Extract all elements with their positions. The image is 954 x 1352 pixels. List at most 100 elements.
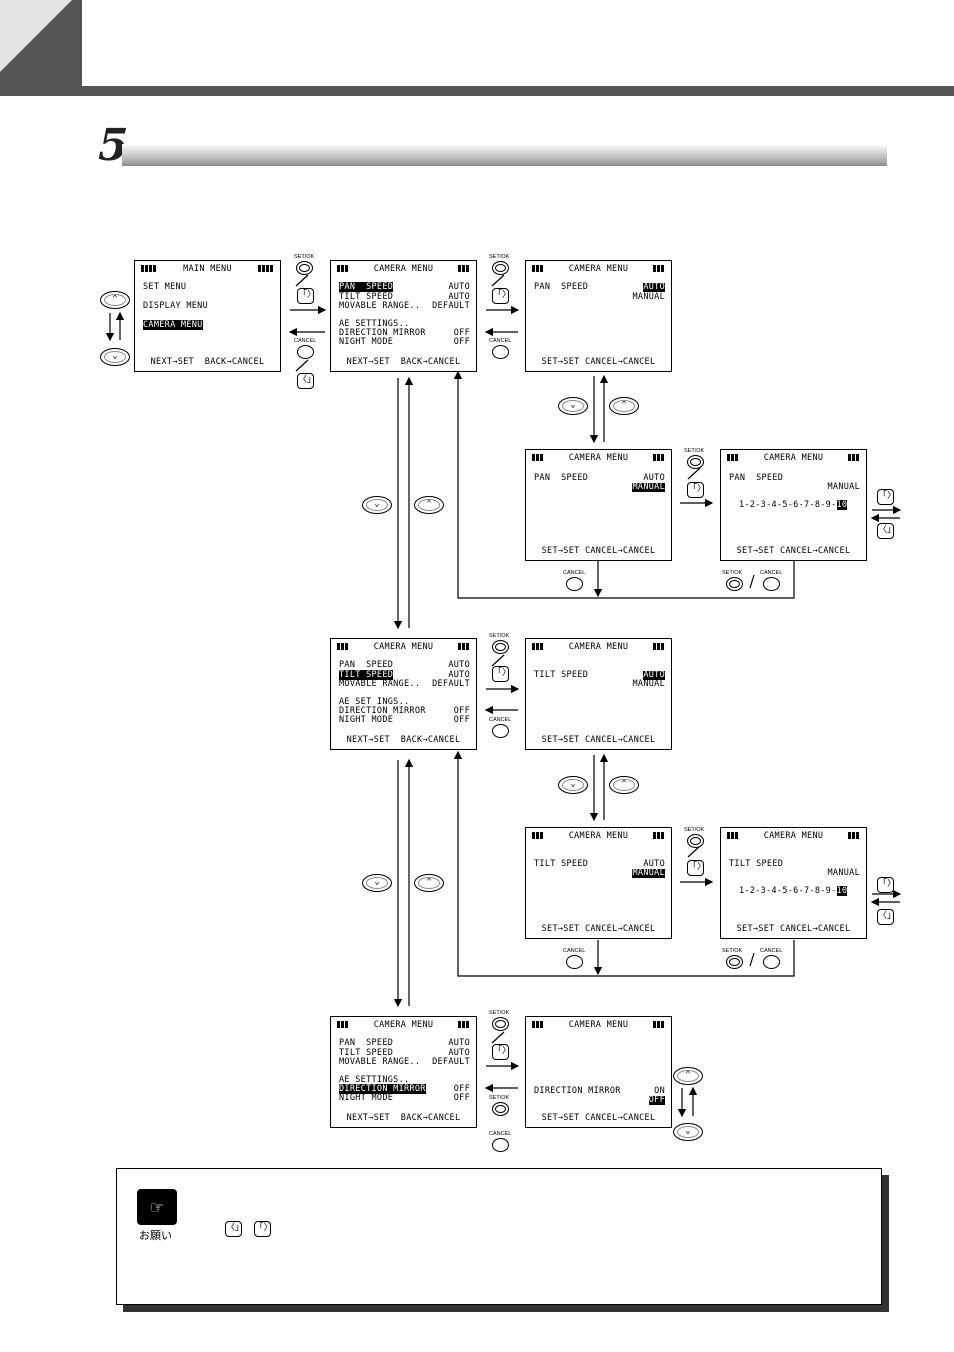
setok-label: SET/OK [489,254,510,260]
up-button[interactable]: ⌃ [414,496,444,514]
row-value: AUTO [448,660,470,670]
row-label[interactable]: TILT SPEED [339,1048,394,1058]
setok-button[interactable] [726,577,743,591]
left-button[interactable]: 〈」 [877,909,896,925]
setting-label: PAN SPEED [534,473,589,483]
right-button: 「〉 [253,1221,273,1237]
row-label[interactable]: DIRECTION MIRROR [339,328,426,338]
right-button[interactable]: 「〉 [877,489,896,505]
cancel-button[interactable] [763,577,780,591]
row-label[interactable]: NIGHT MODE [339,1093,394,1103]
main-menu-screen: MAIN MENU SET MENU DISPLAY MENU CAMERA M… [134,260,281,372]
right-button[interactable]: 「〉 [297,288,316,304]
setok-button[interactable] [687,834,704,848]
row-label[interactable]: DIRECTION MIRROR [339,1084,426,1094]
down-button[interactable]: ⌄ [362,496,392,514]
menu-item-set-menu[interactable]: SET MENU [143,282,187,292]
setok-button[interactable] [492,640,509,654]
row-label[interactable]: NIGHT MODE [339,337,394,347]
right-button[interactable]: 「〉 [687,482,706,498]
speed-scale-selected[interactable]: 10 [836,500,848,510]
setting-label: PAN SPEED [534,282,589,292]
row-label[interactable]: MOVABLE RANGE.. [339,1057,421,1067]
screen-title: CAMERA MENU [568,1020,629,1030]
setok-label: SET/OK [722,948,743,954]
speed-scale-selected[interactable]: 10 [836,886,848,896]
row-label[interactable]: DIRECTION MIRROR [339,706,426,716]
right-button[interactable]: 「〉 [492,288,511,304]
cancel-button[interactable] [763,955,780,969]
down-button[interactable]: ⌄ [558,776,588,794]
right-button[interactable]: 「〉 [877,877,896,893]
screen-title: CAMERA MENU [373,264,434,274]
left-button: 〈」 [225,1221,244,1237]
setok-button[interactable] [492,1102,509,1116]
option-manual[interactable]: MANUAL [632,482,665,493]
row-label[interactable]: TILT SPEED [339,670,394,680]
menu-item-camera-menu[interactable]: CAMERA MENU [143,320,203,330]
cancel-label: CANCEL [489,717,512,723]
row-label[interactable]: AE SETTINGS.. [339,319,410,329]
row-value: OFF [453,715,470,725]
cancel-button[interactable] [492,1138,509,1152]
option-manual[interactable]: MANUAL [632,868,665,879]
cancel-button[interactable] [297,345,314,359]
down-button[interactable]: ⌄ [100,348,130,366]
setok-button[interactable] [687,455,704,469]
setok-button[interactable] [492,1017,509,1031]
right-button[interactable]: 「〉 [687,860,706,876]
row-value: OFF [453,706,470,716]
row-label[interactable]: MOVABLE RANGE.. [339,301,421,311]
option-on[interactable]: ON [654,1086,665,1096]
down-button[interactable]: ⌄ [558,397,588,415]
screen-footer: SET→SET CANCEL→CANCEL [541,545,656,556]
setting-label: TILT SPEED [534,859,589,869]
up-button[interactable]: ⌃ [673,1067,703,1085]
setok-label: SET/OK [722,570,743,576]
option-manual[interactable]: MANUAL [632,292,665,302]
option-auto[interactable]: AUTO [643,670,665,681]
option-auto[interactable]: AUTO [643,473,665,483]
option-auto[interactable]: AUTO [643,282,665,293]
screen-footer: SET→SET CANCEL→CANCEL [541,1112,656,1123]
up-button[interactable]: ⌃ [414,874,444,892]
row-label[interactable]: AE SET INGS.. [339,697,410,707]
left-button[interactable]: 〈」 [877,523,896,539]
row-label[interactable]: PAN SPEED [339,282,394,292]
row-label[interactable]: PAN SPEED [339,1038,394,1048]
row-label[interactable]: PAN SPEED [339,660,394,670]
up-button[interactable]: ⌃ [100,291,130,309]
cancel-label: CANCEL [489,1131,512,1137]
up-button[interactable]: ⌃ [609,397,639,415]
row-label[interactable]: MOVABLE RANGE.. [339,679,421,689]
row-value: OFF [453,1084,470,1094]
row-label[interactable]: NIGHT MODE [339,715,394,725]
option-auto[interactable]: AUTO [643,859,665,869]
screen-footer: SET→SET CANCEL→CANCEL [541,356,656,367]
right-button[interactable]: 「〉 [492,1044,511,1060]
option-manual[interactable]: MANUAL [632,679,665,689]
setok-button[interactable] [726,955,743,969]
left-button[interactable]: 〈」 [297,373,316,389]
setok-button[interactable] [492,261,509,275]
cancel-button[interactable] [492,724,509,738]
cancel-button[interactable] [492,345,509,359]
right-button[interactable]: 「〉 [492,666,511,682]
section-heading-bar [122,144,887,166]
up-button[interactable]: ⌃ [609,776,639,794]
row-label[interactable]: AE SETTINGS.. [339,1075,410,1085]
cancel-button[interactable] [566,955,583,969]
cancel-button[interactable] [566,577,583,591]
down-button[interactable]: ⌄ [362,874,392,892]
note-box: ☞ お願い 〈」 「〉 [116,1168,882,1305]
option-off[interactable]: OFF [648,1095,665,1106]
menu-item-display-menu[interactable]: DISPLAY MENU [143,301,209,311]
row-label[interactable]: TILT SPEED [339,292,394,302]
screen-title: CAMERA MENU [763,453,824,463]
screen-footer: SET→SET CANCEL→CANCEL [541,923,656,934]
setting-label: TILT SPEED [729,859,784,869]
down-button[interactable]: ⌄ [673,1123,703,1141]
setok-button[interactable] [296,261,313,275]
